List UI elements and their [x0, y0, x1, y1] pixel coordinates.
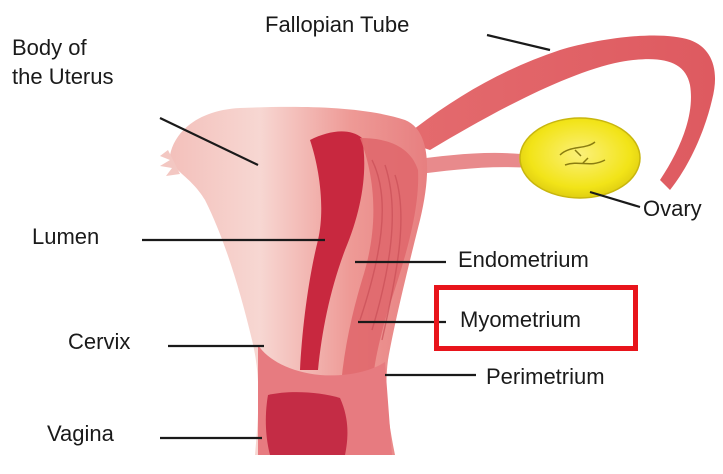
label-body-of-uterus-line1: Body of: [12, 35, 87, 61]
label-fallopian-tube: Fallopian Tube: [265, 12, 409, 38]
label-lumen: Lumen: [32, 224, 99, 250]
label-perimetrium: Perimetrium: [486, 364, 605, 390]
label-cervix: Cervix: [68, 329, 130, 355]
label-endometrium: Endometrium: [458, 247, 589, 273]
ovarian-ligament-shape: [410, 153, 530, 175]
label-myometrium: Myometrium: [460, 307, 581, 333]
label-ovary: Ovary: [643, 196, 702, 222]
leader-line-ovary: [590, 192, 640, 207]
ovary-shape: [520, 118, 640, 198]
label-body-of-uterus-line2: the Uterus: [12, 64, 114, 90]
vagina-shape: [266, 392, 348, 455]
leader-line-fallopian-tube: [487, 35, 550, 50]
label-vagina: Vagina: [47, 421, 114, 447]
